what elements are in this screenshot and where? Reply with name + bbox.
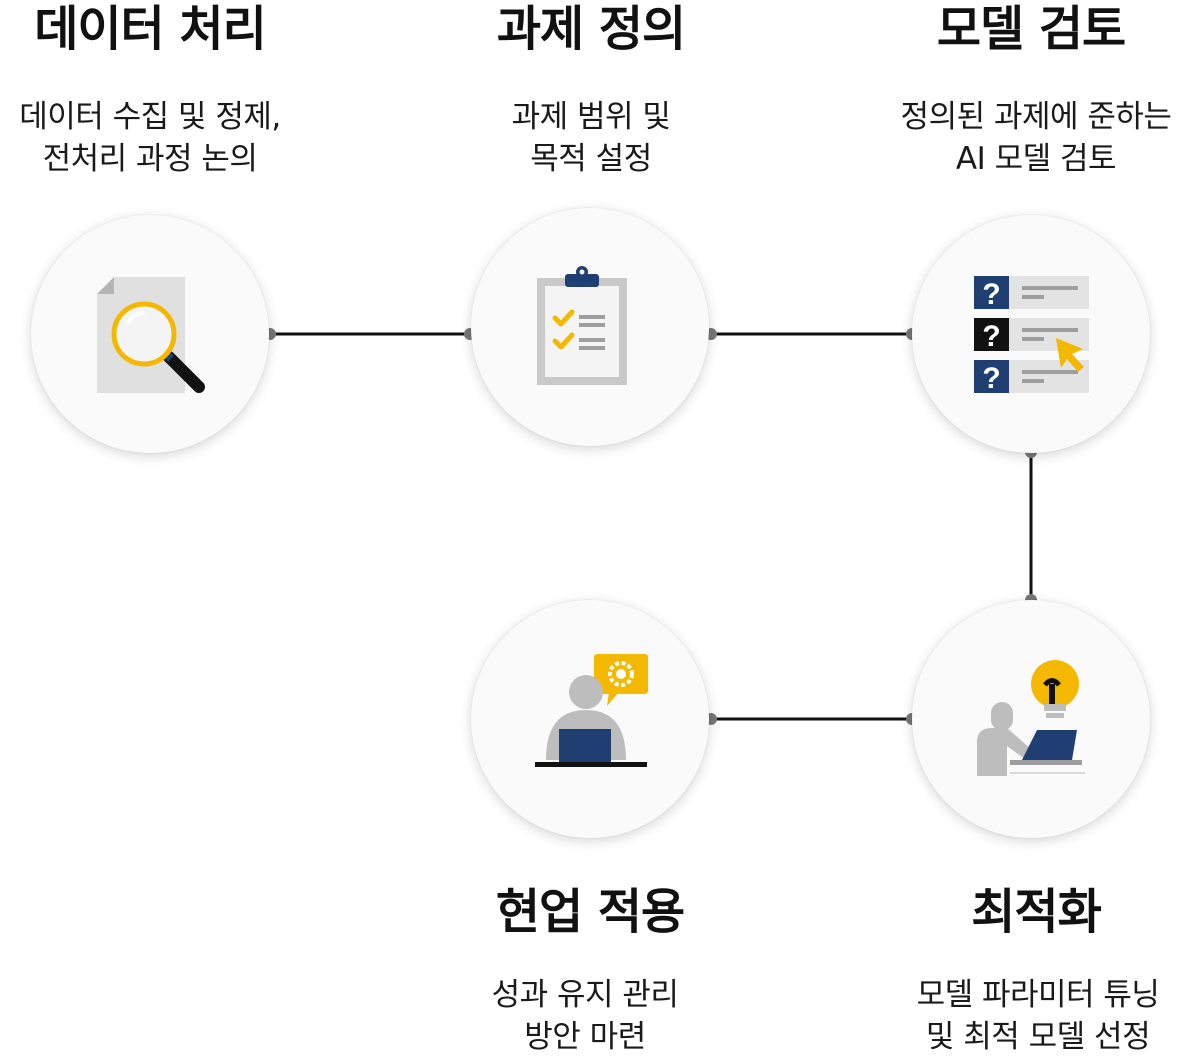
step-desc-line: AI 모델 검토 [955, 141, 1117, 177]
step-desc-line: 전처리 과정 논의 [42, 141, 258, 177]
lightbulb-laptop-user-icon [977, 660, 1085, 776]
step-desc-line: 과제 범위 및 [511, 99, 671, 135]
svg-text:?: ? [982, 362, 1000, 395]
step-title-optimization: 최적화 [971, 884, 1101, 940]
step-desc-model-review: 정의된 과제에 준하는 AI 모델 검토 [836, 96, 1192, 180]
step-desc-task-definition: 과제 범위 및 목적 설정 [391, 96, 791, 180]
svg-text:?: ? [982, 278, 1000, 311]
step-title-model-review: 모델 검토 [936, 1, 1126, 57]
step-desc-optimization: 모델 파라미터 튜닝 및 최적 모델 선정 [838, 974, 1192, 1058]
step-circle-data-processing [31, 215, 269, 453]
step-desc-line: 정의된 과제에 준하는 [900, 99, 1172, 135]
step-desc-line: 데이터 수집 및 정제, [19, 99, 281, 135]
step-title-data-processing: 데이터 처리 [34, 1, 267, 57]
step-desc-data-processing: 데이터 수집 및 정제, 전처리 과정 논의 [0, 96, 350, 180]
step-desc-line: 및 최적 모델 선정 [925, 1019, 1151, 1055]
clipboard-checklist-icon [537, 266, 627, 385]
step-desc-field-application: 성과 유지 관리 방안 마련 [385, 974, 785, 1058]
step-desc-line: 방안 마련 [524, 1019, 646, 1055]
step-desc-line: 성과 유지 관리 [491, 977, 679, 1013]
step-desc-line: 목적 설정 [530, 141, 652, 177]
question-list-cursor-icon: ? ? ? [974, 276, 1089, 395]
step-circle-task-definition [471, 208, 709, 446]
magnifier-document-icon [97, 277, 205, 393]
step-title-field-application: 현업 적용 [495, 884, 685, 940]
svg-text:?: ? [982, 320, 1000, 353]
user-laptop-gear-icon [535, 654, 648, 767]
step-circle-model-review: ? ? ? [912, 215, 1150, 453]
step-circle-optimization [912, 600, 1150, 838]
step-title-task-definition: 과제 정의 [496, 1, 686, 57]
step-desc-line: 모델 파라미터 튜닝 [916, 977, 1160, 1013]
step-circle-field-application [471, 600, 709, 838]
